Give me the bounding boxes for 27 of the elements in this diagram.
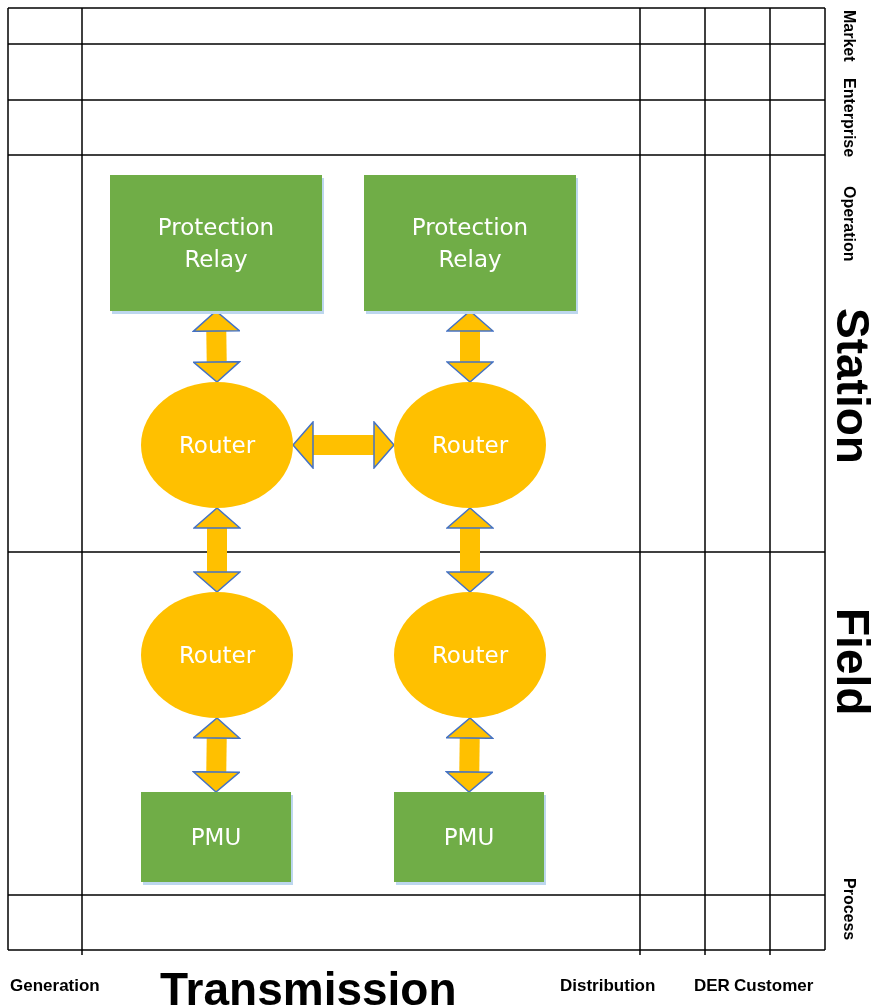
- layer-label: Process: [840, 878, 858, 941]
- device-box: [394, 792, 544, 882]
- layer-label: Field: [826, 608, 875, 716]
- domain-label: Transmission: [160, 962, 457, 1006]
- double-arrow: [446, 507, 494, 593]
- node-label: Router: [178, 640, 256, 670]
- domain-label: Distribution: [560, 976, 656, 996]
- node-label: Router: [431, 430, 509, 460]
- node-label: PMU: [443, 822, 495, 852]
- node-label: Router: [178, 430, 256, 460]
- node-label: Protection Relay: [156, 212, 276, 274]
- layer-label: Market: [840, 10, 858, 62]
- domain-label: Generation: [10, 976, 100, 996]
- node-label: PMU: [190, 822, 242, 852]
- double-arrow: [192, 717, 241, 793]
- node-label: Protection Relay: [410, 212, 530, 274]
- layer-label: Station: [826, 308, 875, 464]
- domain-label: DER: [694, 976, 730, 996]
- layer-label: Enterprise: [840, 78, 858, 158]
- layer-label: Operation: [840, 186, 858, 262]
- double-arrow: [445, 717, 494, 793]
- domain-label: Customer: [734, 976, 814, 996]
- double-arrow: [193, 507, 241, 593]
- device-box: [110, 175, 322, 311]
- node-label: Router: [431, 640, 509, 670]
- device-box: [141, 792, 291, 882]
- device-box: [364, 175, 576, 311]
